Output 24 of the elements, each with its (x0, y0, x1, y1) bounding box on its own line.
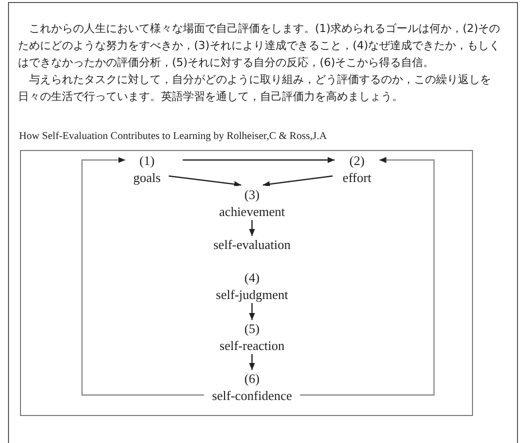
step-number: (6) (244, 370, 260, 387)
step-number: (5) (244, 320, 260, 337)
arrow (249, 303, 255, 320)
step-label: self-reaction (220, 337, 284, 354)
step-number: (1) (139, 152, 155, 169)
step-label: self-confidence (212, 387, 292, 404)
arrow (262, 175, 333, 188)
arrow (168, 175, 242, 188)
arrow (81, 157, 204, 396)
arrow (300, 157, 435, 396)
step-label: self-evaluation (213, 236, 291, 253)
step-label: goals (133, 169, 161, 186)
diagram-title: How Self-Evaluation Contributes to Learning by Rolheiser,C & Ross,J.A (19, 130, 327, 144)
step-label: effort (342, 169, 372, 186)
arrow (249, 354, 255, 370)
step-number: (4) (244, 269, 260, 286)
step-number: (3) (244, 186, 260, 203)
step-label: self-judgment (216, 286, 288, 303)
paragraph: これからの人生において様々な場面で自己評価をします。(1)求められるゴールは何か，(2)そのためにどのような努力をすべきか，(3)それにより達成できること，(4)なぜ達成できたか，もしくはできなかったかの評価分析，(5)それに対する自分の反応，(6)そこから得る自信。 (18, 21, 502, 71)
paragraph: 与えられたタスクに対して，自分がどのように取り組み，どう評価するのか，この繰り返しを日々の生活で行っています。英語学習を通して，自己評価力を高めましょう。 (18, 72, 492, 105)
arrow (249, 220, 255, 236)
arrow (182, 157, 335, 163)
step-label: achievement (219, 203, 285, 220)
step-number: (2) (349, 152, 365, 169)
